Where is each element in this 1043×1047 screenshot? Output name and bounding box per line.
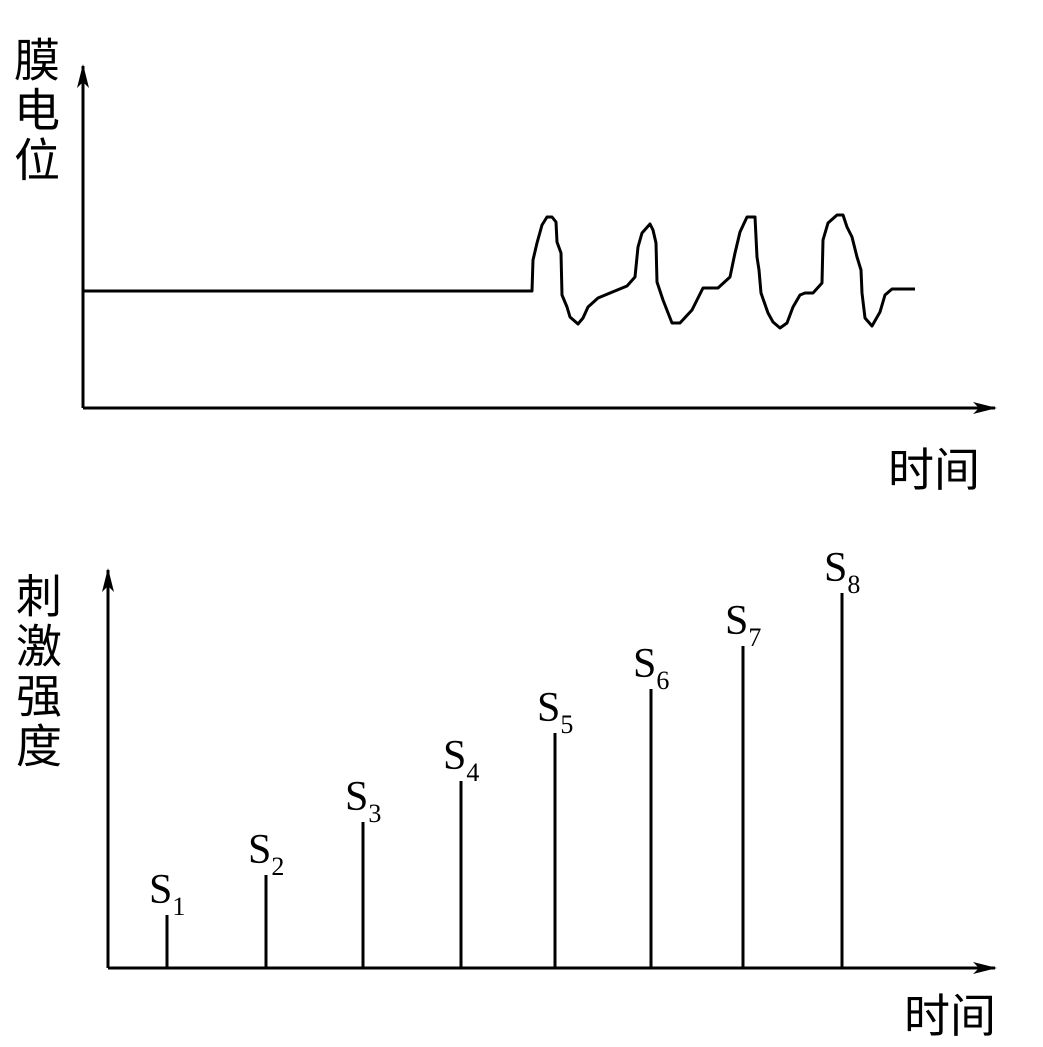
stimulus-label-S8: S8 (824, 545, 860, 599)
x-axis-label: 时间 (904, 989, 996, 1043)
stimulus-label-S3: S3 (345, 774, 381, 828)
stimulus-label-S2: S2 (248, 827, 284, 881)
stimulus-label-S4: S4 (443, 733, 479, 787)
stimulus-label-S7: S7 (725, 598, 761, 652)
y-axis-label-membrane-potential: 膜电位 (7, 36, 61, 186)
stimulus-label-S6: S6 (633, 641, 669, 695)
stimulus-label-S1: S1 (149, 867, 185, 921)
y-axis-label-stimulus-intensity: 刺激强度 (9, 572, 63, 772)
x-axis-label: 时间 (888, 443, 980, 497)
membrane-potential-chart: 时间 (77, 64, 997, 497)
stimulus-label-S5: S5 (537, 685, 573, 739)
membrane-potential-line (83, 213, 915, 330)
stimulus-intensity-chart: 时间 S1 S2 S3 S4 S5 S6 S7 S8 (102, 545, 997, 1043)
